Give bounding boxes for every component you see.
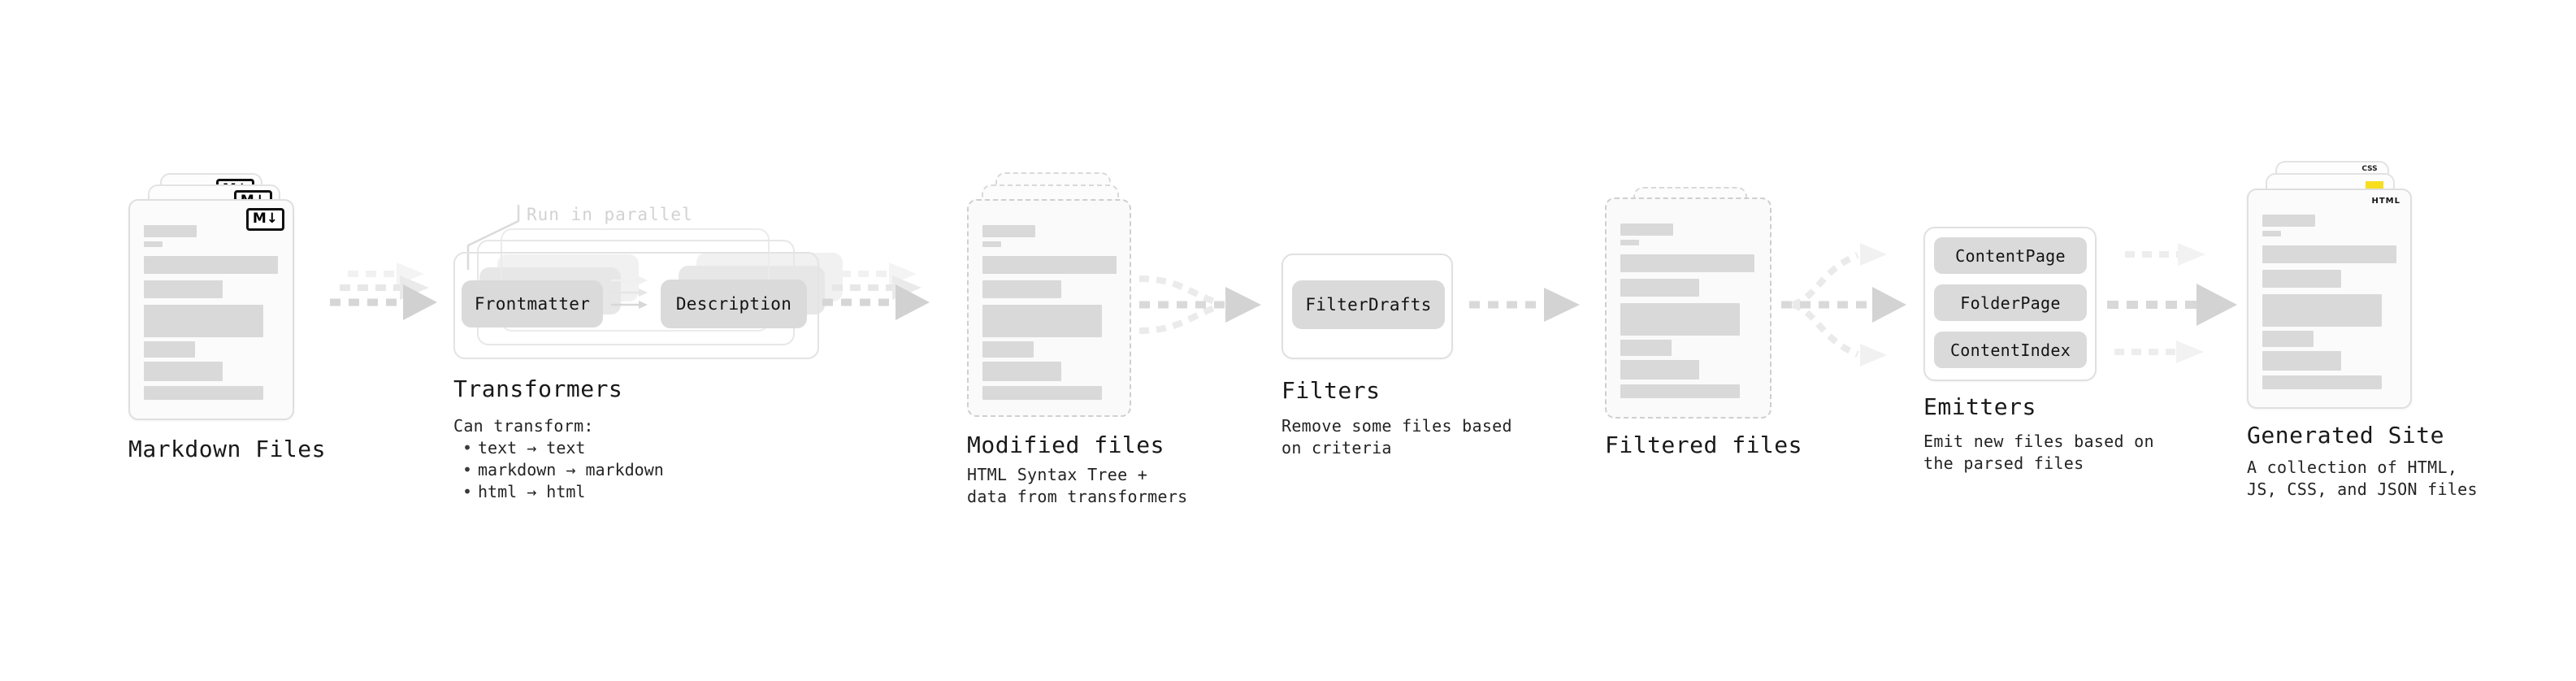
transformers-label: Transformers xyxy=(453,375,623,402)
markdown-icon: M↓ xyxy=(245,208,284,231)
transformer-node-frontmatter: Frontmatter xyxy=(462,280,603,327)
emitter-node-contentindex: ContentIndex xyxy=(1934,332,2087,368)
list-item: •text → text xyxy=(457,437,664,459)
flow-arrow-fanout-to-emitters xyxy=(1781,243,1906,367)
skeleton-bar xyxy=(144,386,263,400)
bullet-text: html → html xyxy=(478,482,586,501)
document-skeleton-lines xyxy=(144,201,278,400)
transformer-container-front xyxy=(453,252,819,359)
transformers-caption-title: Can transform: xyxy=(453,416,594,436)
emitter-node-contentpage: ContentPage xyxy=(1934,237,2087,274)
skeleton-bar xyxy=(2262,375,2382,389)
generated-site-caption: A collection of HTML, JS, CSS, and JSON … xyxy=(2247,458,2478,499)
flow-arrows-emitters-to-site xyxy=(2107,243,2237,363)
filters-label: Filters xyxy=(1281,377,1381,404)
markdown-file-card-front: M↓ xyxy=(128,199,294,420)
skeleton-bar xyxy=(982,305,1102,337)
filter-node-filterdrafts: FilterDrafts xyxy=(1292,280,1445,329)
skeleton-bar xyxy=(982,362,1061,381)
skeleton-bar xyxy=(1620,384,1740,398)
skeleton-bar xyxy=(144,241,163,247)
html5-icon-text: HTML xyxy=(2371,197,2400,206)
skeleton-bar xyxy=(1620,254,1754,272)
flow-arrow-markdown-to-transformers xyxy=(330,262,437,320)
list-item: • markdown → markdown xyxy=(457,459,664,481)
flow-arrow-filters-to-filtered xyxy=(1469,288,1580,322)
skeleton-bar xyxy=(2262,215,2315,227)
skeleton-bar xyxy=(144,256,278,274)
skeleton-bar xyxy=(1620,223,1673,236)
js-badge xyxy=(2366,181,2383,189)
skeleton-bar xyxy=(144,341,195,358)
skeleton-bar xyxy=(1620,279,1699,297)
bullet-text: markdown → markdown xyxy=(478,460,664,479)
modified-file-card-front xyxy=(967,199,1131,417)
bullet-dot: • xyxy=(462,438,473,458)
bullet-text: text → text xyxy=(478,438,586,458)
list-item: • html → html xyxy=(457,481,664,503)
skeleton-bar xyxy=(2262,331,2314,347)
emitter-node-folderpage: FolderPage xyxy=(1934,284,2087,321)
skeleton-bar xyxy=(982,386,1102,400)
skeleton-bar xyxy=(982,225,1035,237)
modified-files-caption: HTML Syntax Tree + data from transformer… xyxy=(967,465,1188,506)
filtered-file-card-front xyxy=(1605,197,1772,419)
skeleton-bar xyxy=(2262,294,2382,327)
skeleton-bar xyxy=(2262,351,2341,371)
site-file-card-html: HTML 5 xyxy=(2247,189,2412,409)
skeleton-bar xyxy=(1620,360,1699,380)
flow-arrow-merge-to-filters xyxy=(1138,275,1261,334)
skeleton-bar xyxy=(982,241,1001,247)
transformers-bullet-list: •text → text •markdown → markdown •html … xyxy=(457,437,664,503)
transformer-internal-arrows xyxy=(611,276,648,309)
skeleton-bar xyxy=(144,305,263,337)
skeleton-bar xyxy=(1620,303,1740,336)
skeleton-bar xyxy=(982,280,1061,298)
skeleton-bar xyxy=(1620,340,1672,356)
skeleton-bar xyxy=(144,362,223,381)
modified-files-label: Modified files xyxy=(967,432,1165,458)
document-skeleton-lines xyxy=(1620,199,1754,398)
emitters-label: Emitters xyxy=(1923,393,2036,420)
skeleton-bar xyxy=(2262,245,2396,263)
document-skeleton-lines xyxy=(982,201,1117,400)
skeleton-bar xyxy=(1620,240,1639,245)
skeleton-bar xyxy=(982,341,1034,358)
document-skeleton-lines xyxy=(2262,190,2396,389)
css-badge-text: CSS xyxy=(2361,165,2378,173)
skeleton-bar xyxy=(2262,270,2341,288)
markdown-files-label: Markdown Files xyxy=(128,436,327,462)
filtered-files-label: Filtered files xyxy=(1605,432,1803,458)
flow-arrow-transformers-to-modified xyxy=(822,262,930,320)
skeleton-bar xyxy=(982,256,1117,274)
transformer-node-description: Description xyxy=(661,280,807,328)
bullet-dot: • xyxy=(462,460,473,479)
filters-caption: Remove some files based on criteria xyxy=(1281,416,1512,458)
run-in-parallel-connector-line xyxy=(466,205,520,270)
emitters-caption: Emit new files based on the parsed files xyxy=(1923,432,2154,473)
skeleton-bar xyxy=(144,280,223,298)
run-in-parallel-annotation: Run in parallel xyxy=(527,205,693,224)
generated-site-label: Generated Site xyxy=(2247,422,2445,449)
skeleton-bar xyxy=(2262,231,2281,236)
skeleton-bar xyxy=(144,225,197,237)
bullet-dot: • xyxy=(462,482,473,501)
html5-icon: HTML 5 xyxy=(2371,197,2400,222)
